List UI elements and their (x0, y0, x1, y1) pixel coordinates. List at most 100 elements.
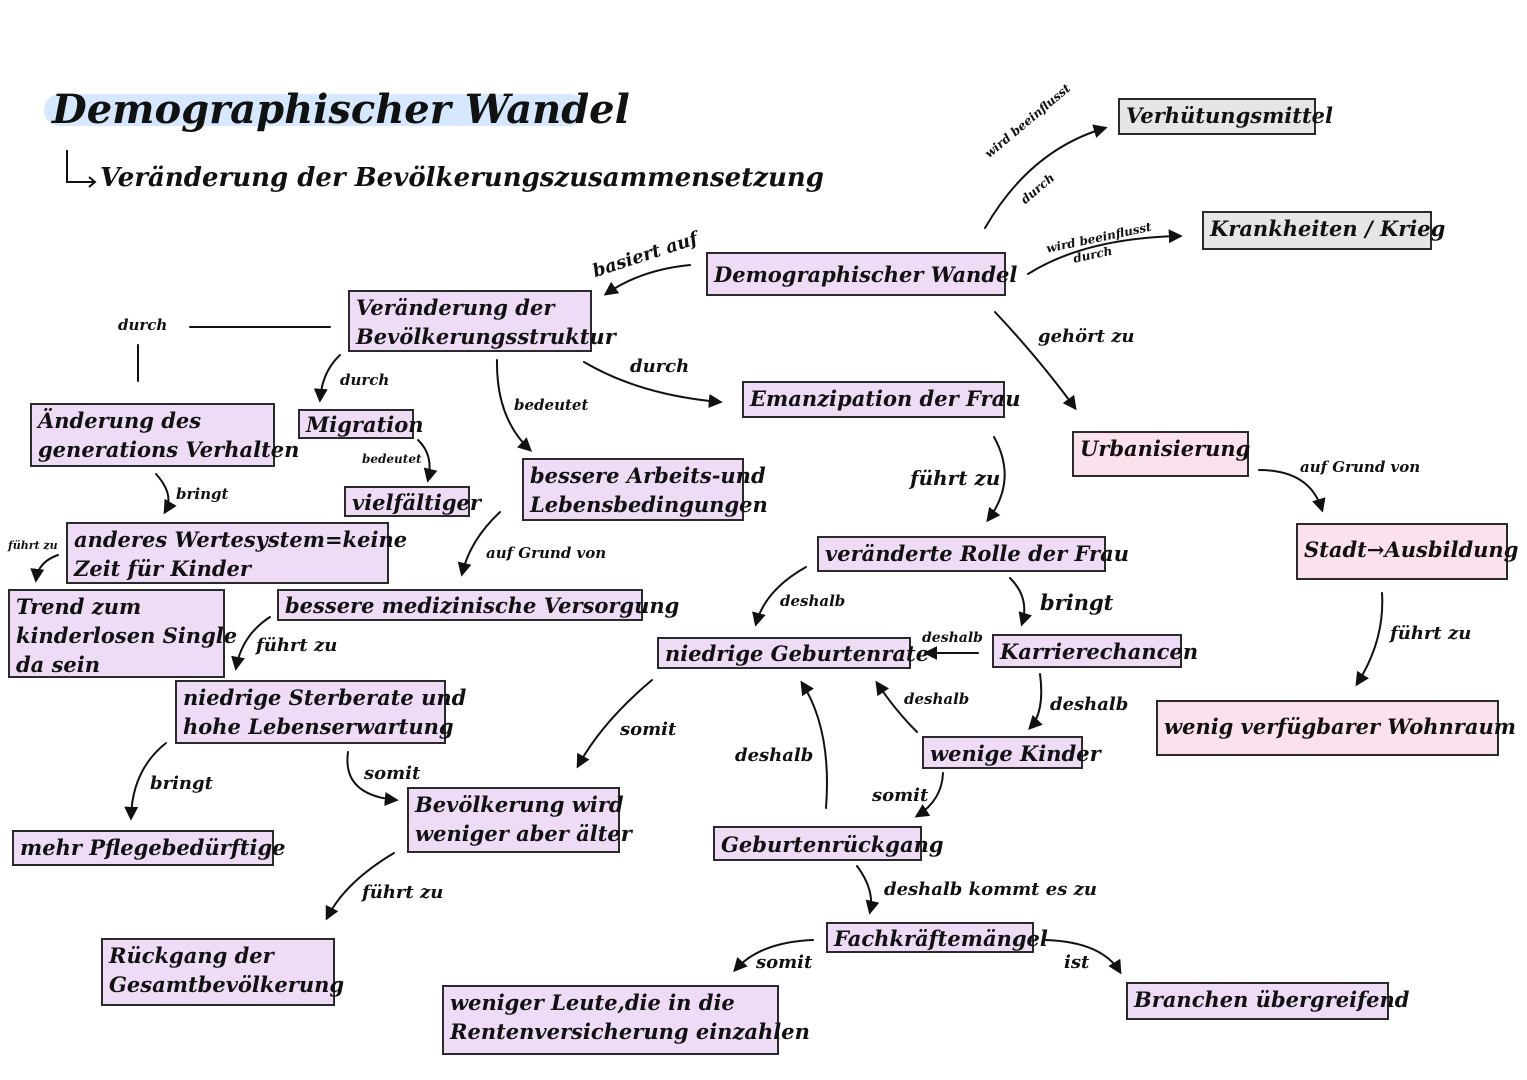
label-fuehrt-zu-rueckgang: führt zu (362, 882, 444, 903)
node-trend-line-3: da sein (16, 652, 101, 677)
node-trend-line-1: Trend zum (16, 594, 142, 619)
node-generation: Änderung des generations Verhalten (30, 403, 300, 467)
node-arbeit-line-1: bessere Arbeits-und (530, 463, 766, 488)
node-aelter: Bevölkerung wird weniger aber älter (407, 787, 632, 853)
subtitle-arrow-icon (66, 150, 97, 188)
arrow-migration-vielfaeltiger (417, 439, 438, 483)
node-struktur: Veränderung der Bevölkerungsstruktur (348, 290, 616, 352)
node-fachkraefte: Fachkräftemängel (826, 922, 1048, 953)
arrow-rolle-geburtenrate (752, 566, 807, 627)
arrow-rolle-karriere (1009, 577, 1032, 627)
arrow-geburtenrueckgang-geburtenrate (800, 680, 828, 809)
arrow-medizin-sterberate (231, 616, 271, 671)
node-center: Demographischer Wandel (706, 252, 1017, 296)
node-verhuetung: Verhütungsmittel (1118, 98, 1333, 135)
node-rente: weniger Leute,die in die Rentenversicher… (442, 985, 810, 1055)
node-wertesystem: anderes Wertesystem=keine Zeit für Kinde… (66, 522, 408, 584)
arrow-fachkraefte-rente (733, 939, 814, 973)
arrow-aelter-rueckgang (325, 852, 395, 921)
node-aelter-line-1: Bevölkerung wird (415, 792, 624, 817)
label-fuehrt-zu-wohnraum: führt zu (1390, 623, 1472, 644)
node-emanzipation: Emanzipation der Frau (742, 381, 1020, 418)
label-durch-migration: durch (340, 371, 390, 389)
label-auf-grund-von-1: auf Grund von (486, 544, 607, 562)
node-medizin: bessere medizinische Versorgung (277, 589, 679, 621)
arrow-stadt-wohnraum (1355, 592, 1384, 687)
label-deshalb-1: deshalb (780, 592, 846, 610)
label-bringt-karriere: bringt (1040, 590, 1114, 615)
page-subtitle: Veränderung der Bevölkerungszusammensetz… (100, 163, 824, 193)
node-aelter-line-2: weniger aber älter (415, 821, 632, 846)
arrow-center-urbanisierung (994, 311, 1077, 411)
node-sterberate: niedrige Sterberate und hohe Lebenserwar… (175, 680, 467, 744)
label-durch-left: durch (118, 316, 168, 334)
label-fuehrt-zu-rolle: führt zu (910, 466, 1001, 490)
arrow-center-krankheiten (1027, 229, 1183, 275)
label-bedeutet-arbeit: bedeutet (514, 396, 589, 414)
node-kinder: wenige Kinder (922, 736, 1101, 769)
arrow-struktur-emanzipation (583, 361, 723, 408)
label-ist: ist (1064, 952, 1090, 973)
node-trend: Trend zum kinderlosen Single da sein (8, 589, 238, 678)
arrow-sterberate-aelter (346, 751, 399, 806)
arrow-kinder-geburtenrate (875, 680, 918, 733)
title-highlight (44, 94, 586, 126)
label-deshalb-4: deshalb (1050, 694, 1129, 715)
node-karriere: Karrierechancen (992, 634, 1198, 668)
node-sterberate-line-2: hohe Lebenserwartung (183, 714, 454, 739)
node-geburtenrueckgang: Geburtenrückgang (713, 826, 944, 861)
label-deshalb-kommt-es-zu: deshalb kommt es zu (884, 879, 1097, 900)
arrow-struktur-migration (313, 354, 341, 403)
page-title: Demographischer Wandel (52, 86, 630, 133)
label-bringt-1: bringt (176, 485, 229, 503)
node-geburtenrate: niedrige Geburtenrate (657, 637, 929, 669)
node-migration: Migration (298, 409, 424, 439)
node-stadt: Stadt→Ausbildung (1296, 523, 1518, 580)
arrow-sterberate-pflege (124, 742, 167, 821)
label-fuehrt-zu-small: führt zu (8, 539, 58, 552)
node-rente-line-2: Rentenversicherung einzahlen (450, 1019, 810, 1044)
label-auf-grund-von-2: auf Grund von (1300, 458, 1421, 476)
node-rueckgang-line-1: Rückgang der (109, 943, 274, 968)
arrow-emanzipation-rolle (986, 436, 1006, 523)
arrow-generation-wertesystem (155, 473, 177, 515)
node-pflege: mehr Pflegebedürftige (12, 830, 286, 866)
label-deshalb-5: deshalb (735, 745, 814, 766)
label-bringt-pflege: bringt (150, 773, 213, 794)
label-gehoert-zu: gehört zu (1038, 326, 1135, 347)
arrow-urbanisierung-stadt (1258, 469, 1326, 513)
node-arbeit: bessere Arbeits-und Lebensbedingungen (522, 458, 768, 521)
label-deshalb-3: deshalb (904, 690, 970, 708)
node-wertesystem-line-2: Zeit für Kinder (74, 556, 251, 581)
node-wertesystem-line-1: anderes Wertesystem=keine (74, 527, 408, 552)
label-somit-2: somit (620, 719, 677, 740)
node-rente-line-1: weniger Leute,die in die (450, 990, 735, 1015)
label-somit-4: somit (756, 952, 813, 973)
arrow-geburtenrueckgang-fachkraefte (856, 865, 880, 915)
node-branchen: Branchen übergreifend (1126, 982, 1410, 1020)
arrow-kinder-geburtenrueckgang (914, 772, 944, 818)
label-bedeutet-migration: bedeutet (362, 452, 422, 466)
node-struktur-line-1: Veränderung der (356, 295, 555, 320)
node-krankheiten: Krankheiten / Krieg (1202, 211, 1445, 250)
arrow-center-struktur (603, 264, 691, 296)
arrow-wertesystem-trend (30, 554, 59, 583)
node-trend-line-2: kinderlosen Single (16, 623, 238, 648)
arrow-karriere-kinder (1028, 673, 1043, 731)
label-somit-1: somit (364, 763, 421, 784)
node-generation-line-2: generations Verhalten (38, 437, 300, 462)
node-struktur-line-2: Bevölkerungsstruktur (356, 324, 616, 349)
arrow-fachkraefte-branchen (1045, 939, 1122, 975)
node-rolle: veränderte Rolle der Frau (817, 536, 1129, 572)
arrow-arbeit-medizin (457, 511, 501, 577)
node-vielfaeltiger: vielfältiger (344, 486, 481, 517)
label-durch-struktur: durch (630, 356, 690, 377)
node-wohnraum: wenig verfügbarer Wohnraum (1156, 700, 1516, 756)
node-sterberate-line-1: niedrige Sterberate und (183, 685, 467, 710)
label-somit-3: somit (872, 785, 929, 806)
arrow-struktur-arbeit (495, 359, 533, 452)
node-urbanisierung: Urbanisierung (1072, 431, 1250, 477)
node-generation-line-1: Änderung des (38, 408, 202, 433)
arrow-center-verhuetung (984, 124, 1108, 229)
